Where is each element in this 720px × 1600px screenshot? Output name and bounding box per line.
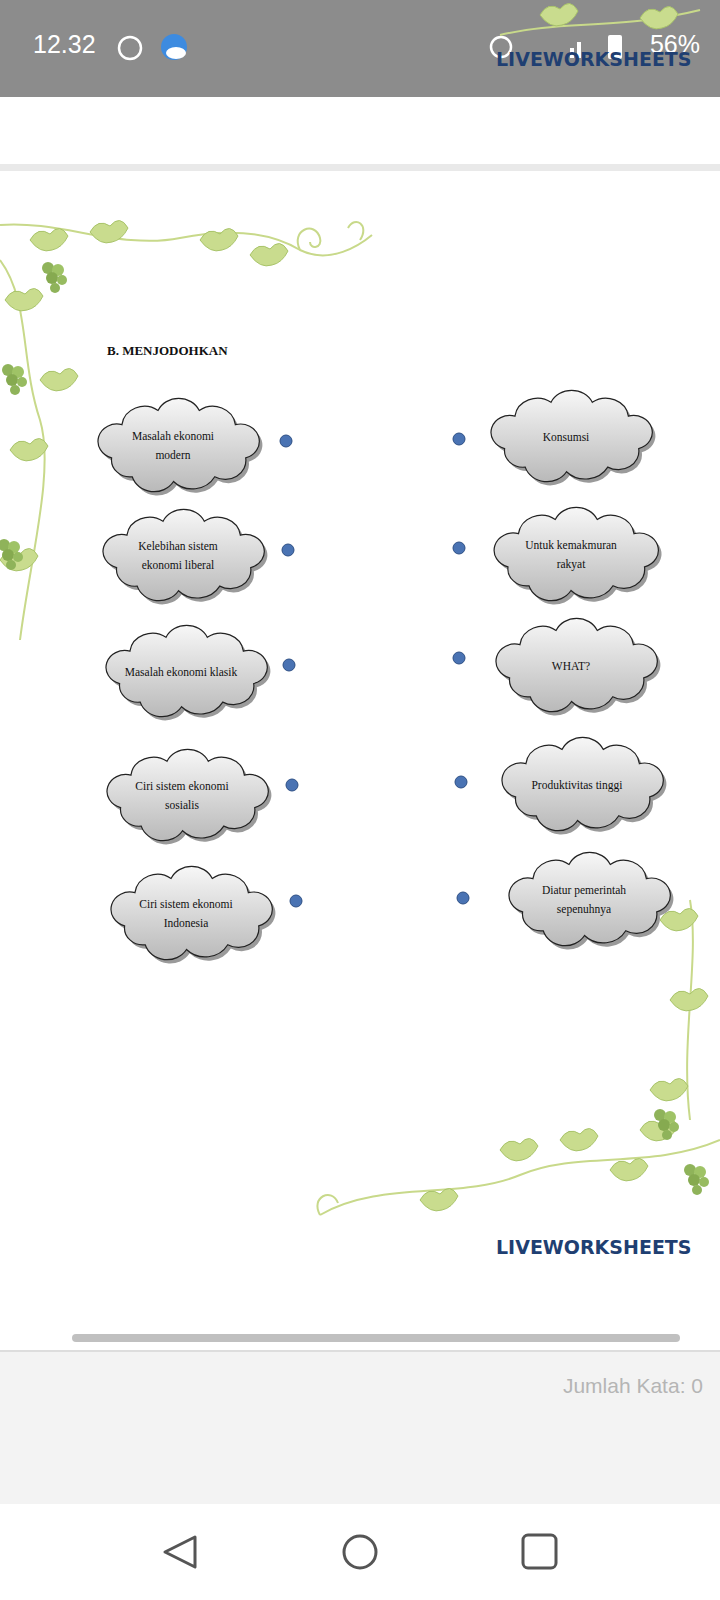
cloud-text: Produktivitas tinggi	[531, 776, 622, 795]
cloud-text: Masalah ekonomi modern	[116, 427, 231, 465]
status-bar	[0, 0, 720, 97]
cloud-box: Ciri sistem ekonomi sosialis	[100, 752, 265, 840]
cloud-box: Kelebihan sistem ekonomi liberal	[96, 512, 261, 600]
cloud-text: WHAT?	[552, 657, 590, 676]
back-button	[165, 1537, 195, 1567]
weather-cloud	[166, 47, 186, 59]
cloud-outline	[487, 510, 655, 600]
cloud-box: Diatur pemerintah sepenuhnya	[502, 855, 667, 945]
word-count: Jumlah Kata: 0	[563, 1374, 703, 1398]
cloud-text: Diatur pemerintah sepenuhnya	[527, 881, 642, 919]
cloud-outline	[100, 752, 265, 840]
divider	[0, 1350, 720, 1352]
cloud-box: Konsumsi	[484, 393, 649, 481]
cloud-outline	[96, 512, 261, 600]
worksheet-title: B. MENJODOHKAN	[107, 343, 228, 359]
cloud-box: Masalah ekonomi klasik	[99, 628, 264, 716]
cloud-box: Produktivitas tinggi	[495, 740, 660, 830]
match-dot	[280, 433, 469, 907]
vine-decoration	[0, 10, 720, 1215]
recents-button	[523, 1535, 556, 1568]
cloud-box: WHAT?	[489, 621, 654, 711]
status-text: 12.32	[33, 30, 96, 59]
whatsapp-icon	[119, 37, 141, 59]
cloud-text: Konsumsi	[543, 428, 590, 447]
cloud-text: Kelebihan sistem ekonomi liberal	[121, 537, 236, 575]
cloud-text: Untuk kemakmuran rakyat	[512, 536, 630, 574]
logo-text: LIVEWORKSHEETS	[496, 1236, 692, 1258]
cloud-box: Ciri sistem ekonomi Indonesia	[104, 869, 269, 959]
word-count-panel	[0, 1352, 720, 1504]
logo-text: LIVEWORKSHEETS	[496, 48, 692, 70]
cloud-box: Masalah ekonomi modern	[91, 401, 256, 491]
cloud-outline	[104, 869, 269, 959]
divider	[0, 164, 720, 171]
cloud-box: Untuk kemakmuran rakyat	[487, 510, 655, 600]
cloud-text: Ciri sistem ekonomi sosialis	[125, 777, 240, 815]
cloud-outline	[502, 855, 667, 945]
home-button	[344, 1536, 376, 1568]
scrollbar	[72, 1334, 680, 1342]
weather-icon	[161, 34, 187, 60]
cloud-outline	[91, 401, 256, 491]
cloud-text: Ciri sistem ekonomi Indonesia	[129, 895, 244, 933]
cloud-text: Masalah ekonomi klasik	[125, 663, 237, 682]
nav-bar	[0, 1504, 720, 1600]
